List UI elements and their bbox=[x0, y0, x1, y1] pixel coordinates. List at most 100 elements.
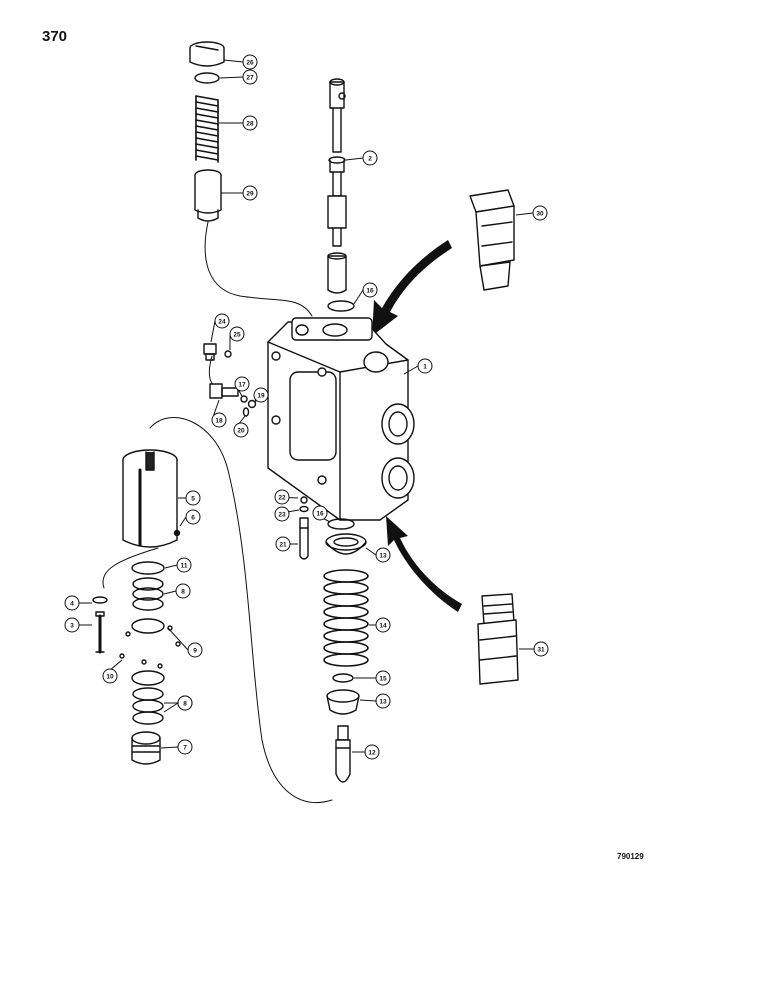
callout-label: 18 bbox=[215, 417, 223, 424]
callout-19: 19 bbox=[253, 387, 269, 403]
callout-label: 24 bbox=[218, 318, 226, 325]
callout-circle bbox=[275, 536, 291, 552]
connector-line-5-to-12 bbox=[149, 417, 333, 803]
callout-30: 30 bbox=[515, 205, 548, 221]
callout-leader bbox=[163, 702, 179, 713]
callout-label: 11 bbox=[181, 562, 188, 569]
part-16-o-ring-lower bbox=[327, 518, 355, 530]
callout-6: 6 bbox=[179, 509, 201, 527]
callout-leader bbox=[167, 627, 189, 651]
callout-10: 10 bbox=[102, 659, 123, 684]
callout-31: 31 bbox=[519, 641, 549, 657]
callout-label: 10 bbox=[106, 673, 114, 680]
callout-circle bbox=[185, 509, 201, 525]
part-3-bolt bbox=[95, 611, 105, 654]
callout-27: 27 bbox=[219, 69, 258, 85]
part-10-balls bbox=[119, 625, 181, 669]
part-8-washers-lower bbox=[132, 687, 164, 725]
callout-circle bbox=[64, 595, 80, 611]
callout-label: 3 bbox=[70, 622, 74, 629]
callout-5: 5 bbox=[178, 490, 201, 506]
connector-line-3-4-to-5 bbox=[102, 547, 159, 589]
callout-circle bbox=[64, 617, 80, 633]
callout-label: 25 bbox=[233, 331, 241, 338]
callout-22: 22 bbox=[274, 489, 299, 505]
callout-leader bbox=[353, 289, 364, 305]
callout-4: 4 bbox=[64, 595, 92, 611]
callout-circle bbox=[176, 557, 192, 573]
callout-leader bbox=[223, 59, 244, 63]
callout-leader bbox=[160, 746, 179, 749]
callout-8: 8 bbox=[164, 695, 193, 711]
callout-label: 2 bbox=[368, 155, 372, 162]
part-13-spring-cup-upper bbox=[325, 533, 367, 555]
callout-label: 1 bbox=[423, 363, 427, 370]
part-16-o-ring-upper bbox=[327, 300, 355, 312]
part-22-o-ring bbox=[300, 496, 308, 504]
callout-circle bbox=[362, 150, 378, 166]
part-26-cap-plug bbox=[189, 41, 225, 67]
callout-label: 14 bbox=[379, 622, 387, 629]
callout-circle bbox=[532, 205, 548, 221]
part-27-o-ring bbox=[194, 72, 220, 84]
callout-circle bbox=[242, 69, 258, 85]
callout-circle bbox=[312, 505, 328, 521]
callout-circle bbox=[187, 642, 203, 658]
callout-label: 26 bbox=[246, 59, 254, 66]
callout-label: 12 bbox=[368, 749, 376, 756]
part-24-plug bbox=[203, 343, 217, 361]
callout-label: 19 bbox=[257, 392, 265, 399]
part-18-poppet bbox=[209, 383, 239, 399]
callout-29: 29 bbox=[221, 185, 258, 201]
callout-label: 8 bbox=[181, 588, 185, 595]
callout-circle bbox=[274, 489, 290, 505]
callout-circle bbox=[233, 422, 249, 438]
arrow-to-31 bbox=[386, 516, 462, 612]
callout-2: 2 bbox=[345, 150, 378, 166]
callout-circle bbox=[175, 583, 191, 599]
callout-circle bbox=[362, 282, 378, 298]
callout-circle bbox=[242, 54, 258, 70]
callout-3: 3 bbox=[64, 617, 92, 633]
callout-label: 5 bbox=[191, 495, 195, 502]
callout-26: 26 bbox=[223, 54, 258, 70]
callout-leader bbox=[164, 564, 178, 569]
part-29-piston bbox=[194, 169, 222, 222]
part-17-ball bbox=[240, 395, 248, 403]
callout-23: 23 bbox=[274, 506, 300, 522]
connector-line-29-to-body bbox=[204, 221, 313, 317]
callout-label: 31 bbox=[537, 646, 545, 653]
callout-circle bbox=[229, 326, 245, 342]
callout-circle bbox=[417, 358, 433, 374]
callout-label: 9 bbox=[193, 647, 197, 654]
callout-label: 17 bbox=[238, 381, 246, 388]
callout-label: 7 bbox=[183, 744, 187, 751]
part-23-backup-ring bbox=[299, 505, 309, 513]
part-7-retainer bbox=[131, 731, 161, 765]
callout-13: 13 bbox=[365, 547, 391, 563]
callout-label: 28 bbox=[246, 120, 254, 127]
callout-label: 13 bbox=[379, 698, 387, 705]
part-31-relief-valve bbox=[477, 593, 519, 685]
callout-label: 8 bbox=[183, 700, 187, 707]
callout-leader bbox=[163, 590, 177, 595]
part-5-cap bbox=[122, 449, 178, 548]
part-28-spring bbox=[195, 95, 219, 163]
callout-7: 7 bbox=[160, 739, 193, 755]
part-1-valve-body bbox=[267, 317, 415, 521]
callout-circle bbox=[375, 693, 391, 709]
callout-circle bbox=[185, 490, 201, 506]
callout-label: 27 bbox=[246, 74, 254, 81]
callout-label: 29 bbox=[246, 190, 254, 197]
callout-13: 13 bbox=[359, 693, 391, 709]
callout-leader bbox=[179, 516, 187, 527]
callout-label: 16 bbox=[366, 287, 374, 294]
callout-leader bbox=[345, 157, 364, 161]
callout-17: 17 bbox=[234, 376, 250, 397]
callout-12: 12 bbox=[352, 744, 380, 760]
callout-circle bbox=[375, 617, 391, 633]
part-9-spacer bbox=[131, 618, 165, 634]
callout-leader bbox=[210, 320, 216, 343]
callout-9: 9 bbox=[167, 627, 203, 658]
